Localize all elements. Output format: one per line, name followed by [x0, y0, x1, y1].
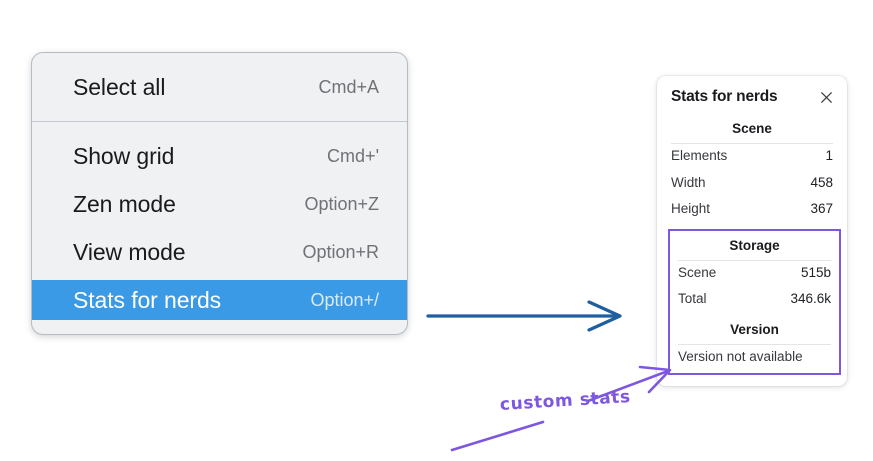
blue-arrow-icon: [426, 300, 622, 332]
stats-for-nerds-panel: Stats for nerds Scene Elements 1 Width 4…: [657, 76, 847, 386]
stat-label: Elements: [671, 148, 728, 163]
panel-header: Stats for nerds: [657, 88, 847, 106]
stat-label: Height: [671, 201, 711, 216]
purple-underline-stroke: [450, 420, 545, 452]
menu-item-shortcut: Option+/: [310, 290, 379, 310]
version-not-available-text: Version not available: [678, 348, 803, 364]
menu-item-label: Zen mode: [73, 190, 176, 217]
stat-row-storage-total: Total 346.6k: [670, 292, 839, 306]
menu-item-shortcut: Option+Z: [304, 194, 379, 214]
context-menu: Select all Cmd+A Show grid Cmd+' Zen mod…: [31, 52, 408, 335]
menu-item-shortcut: Cmd+': [327, 146, 379, 166]
stat-value: 367: [810, 201, 833, 216]
stat-label: Scene: [678, 264, 717, 280]
stat-value: 346.6k: [790, 291, 831, 306]
menu-section-2: Show grid Cmd+' Zen mode Option+Z View m…: [32, 122, 407, 320]
menu-item-label: Select all: [73, 73, 166, 100]
custom-stats-highlight-box: Storage Scene 515b Total 346.6k Version …: [668, 228, 841, 375]
stat-label: Total: [678, 291, 707, 306]
menu-item-show-grid[interactable]: Show grid Cmd+': [32, 136, 407, 176]
menu-item-zen-mode[interactable]: Zen mode Option+Z: [32, 184, 407, 224]
stat-row-height: Height 367: [657, 202, 847, 216]
menu-section-1: Select all Cmd+A: [32, 53, 407, 122]
menu-item-stats-for-nerds[interactable]: Stats for nerds Option+/: [32, 280, 407, 320]
menu-item-label: View mode: [73, 238, 186, 265]
divider: [678, 343, 831, 345]
custom-stats-annotation-label: custom stats: [499, 387, 632, 415]
section-title-scene: Scene: [732, 121, 772, 136]
stat-row-width: Width 458: [657, 174, 847, 190]
stat-value: 515b: [800, 264, 831, 280]
stat-row-elements: Elements 1: [657, 149, 847, 163]
panel-title: Stats for nerds: [671, 88, 778, 105]
menu-item-label: Stats for nerds: [73, 286, 222, 313]
stat-label: Width: [671, 174, 706, 190]
menu-item-select-all[interactable]: Select all Cmd+A: [32, 67, 407, 107]
divider: [671, 143, 833, 144]
menu-item-shortcut: Cmd+A: [318, 77, 379, 97]
menu-item-shortcut: Option+R: [302, 242, 379, 262]
menu-item-label: Show grid: [73, 142, 175, 169]
divider: [678, 259, 831, 261]
close-icon[interactable]: [818, 89, 835, 106]
section-title-storage: Storage: [729, 237, 780, 253]
menu-item-view-mode[interactable]: View mode Option+R: [32, 232, 407, 272]
stat-value: 1: [825, 148, 833, 163]
stat-value: 458: [810, 174, 833, 190]
stat-row-storage-scene: Scene 515b: [670, 264, 839, 280]
section-title-version: Version: [730, 321, 779, 337]
